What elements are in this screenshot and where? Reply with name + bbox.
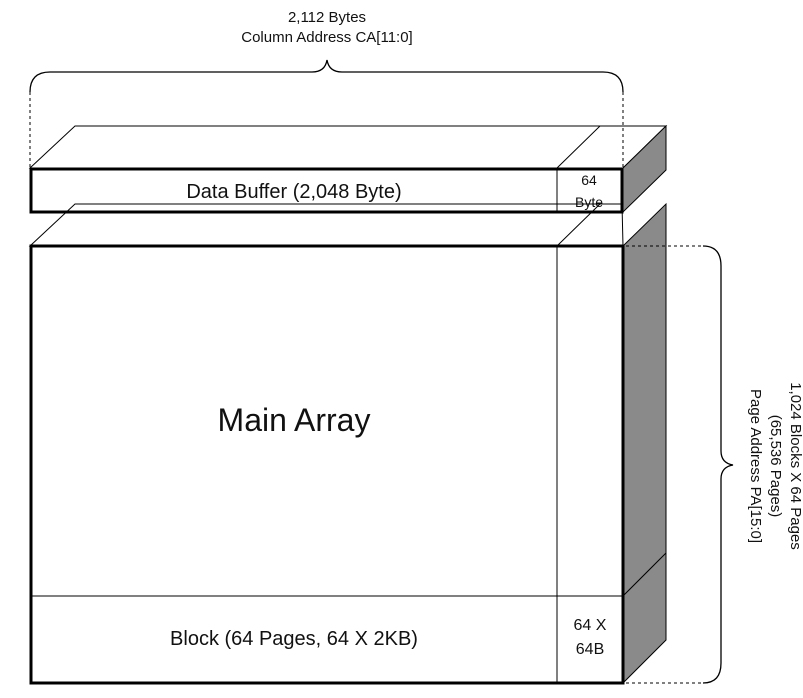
spare-block-label-line1: 64 X [574, 617, 607, 634]
block-label: Block (64 Pages, 64 X 2KB) [170, 628, 418, 650]
data-buffer-top-divider [556, 125, 601, 169]
main-array-top-face [28, 203, 624, 247]
data-buffer-top-face [28, 125, 668, 169]
spare-buffer-label-line1: 64 [581, 172, 597, 188]
data-buffer [29, 167, 624, 214]
main-array [29, 244, 625, 685]
data-buffer-label: Data Buffer (2,048 Byte) [186, 181, 401, 203]
column-bytes-label: 2,112 Bytes [288, 9, 366, 26]
main-array-label: Main Array [218, 402, 371, 438]
main-array-top-divider [556, 203, 601, 247]
column-address-label: Column Address CA[11:0] [241, 29, 412, 46]
page-brace [702, 245, 734, 684]
page-address-label-group: 1,024 Blocks X 64 Pages (65,536 Pages) P… [747, 382, 803, 550]
page-count-label: (65,536 Pages) [767, 415, 784, 518]
main-array-side-face [622, 202, 667, 685]
spare-block-label-line2: 64B [576, 641, 604, 658]
spare-buffer-label-line2: Byte [575, 194, 603, 210]
page-blocks-label: 1,024 Blocks X 64 Pages [787, 382, 803, 550]
column-brace [29, 59, 624, 93]
page-address-label: Page Address PA[15:0] [747, 389, 764, 543]
data-buffer-side-face [622, 124, 667, 214]
block-side-divider [622, 552, 667, 597]
